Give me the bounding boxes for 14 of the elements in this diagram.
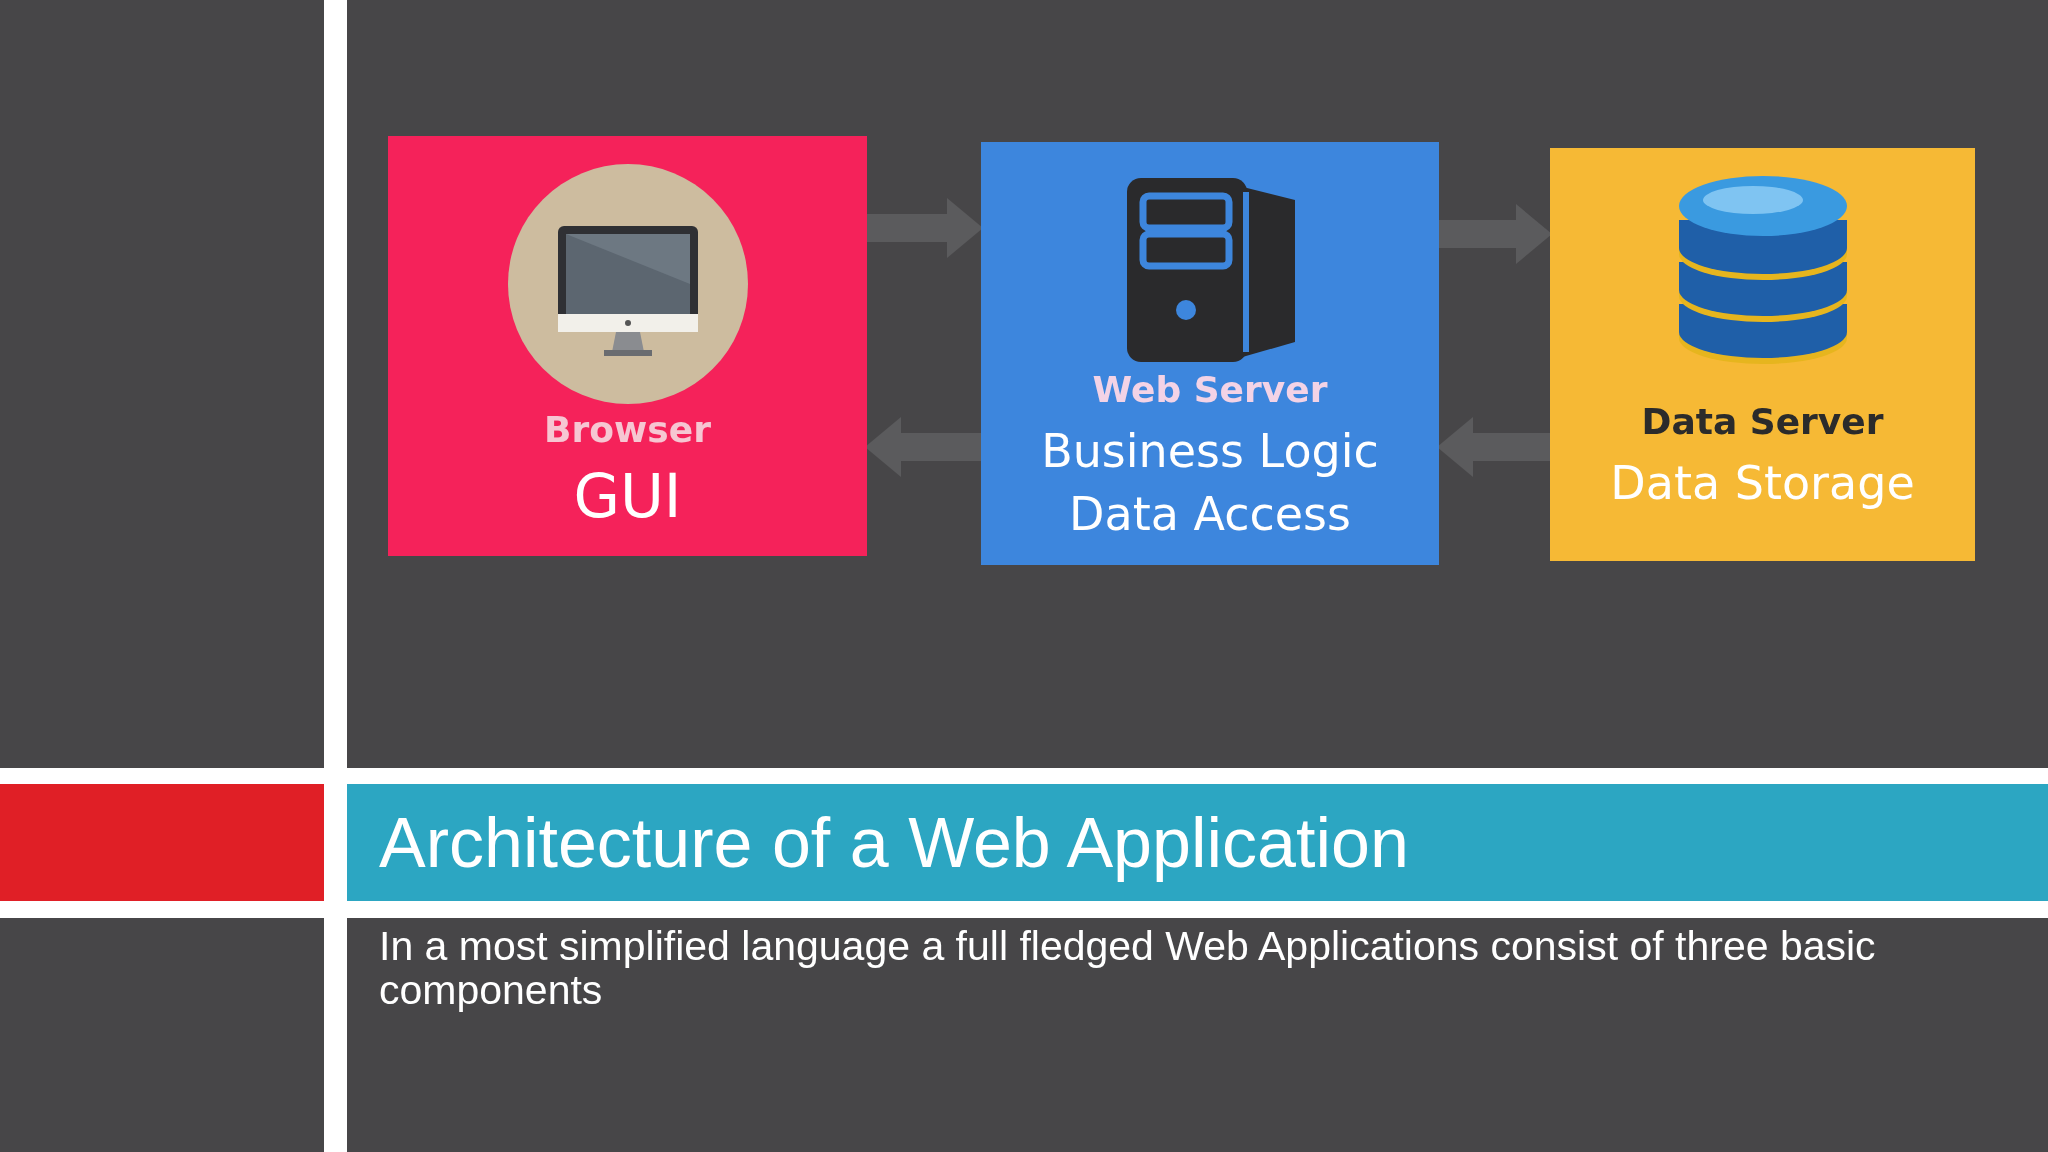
component-text: Data Storage (1610, 455, 1915, 512)
component-box (981, 142, 1439, 565)
component-title: Browser (544, 408, 711, 452)
title: Architecture of a Web Application (379, 802, 1409, 883)
component-text: Business Logic (1041, 423, 1379, 480)
component-text: GUI (573, 460, 682, 532)
component-box (388, 136, 867, 556)
component-title: Data Server (1641, 400, 1884, 444)
component-title: Web Server (1092, 368, 1328, 412)
arrow (1439, 204, 1552, 264)
description-text: In a most simplified language a full fledged Web Applications consist of three basic components (379, 924, 1877, 1012)
component-text: Data Access (1069, 486, 1351, 543)
component-box (1550, 148, 1975, 561)
arrow (867, 198, 983, 258)
